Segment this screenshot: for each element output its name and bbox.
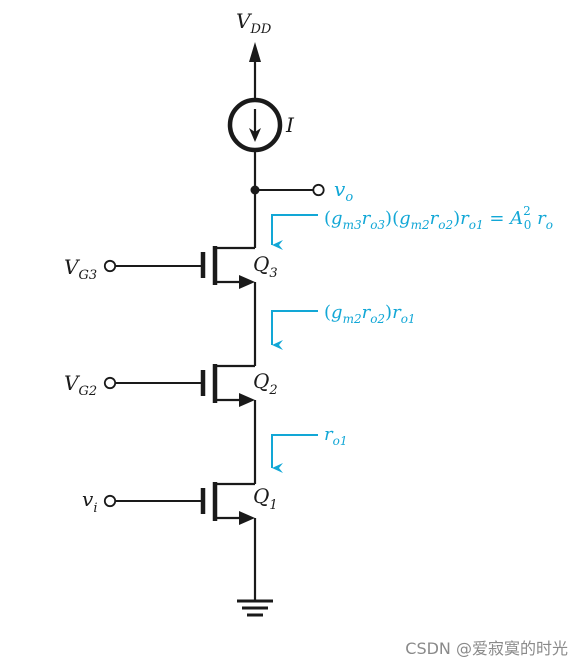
q1-source-arrow-icon [239,511,255,525]
vi-terminal [103,494,117,508]
r2-arrow-icon [271,310,318,350]
r2-expression: (gm2ro2)ro1 [324,302,416,326]
watermark: CSDN @爱寂寞的时光 [405,639,568,658]
vg2-label: VG2 [64,371,97,399]
q3-label: Q3 [253,252,278,281]
current-label: I [285,113,295,137]
ground-icon [237,599,273,617]
current-source [227,97,283,153]
vg3-label: VG3 [64,255,97,283]
transistor-q1 [103,482,255,525]
supply-arrow-icon [249,42,261,62]
q3-source-arrow-icon [239,275,255,289]
vg2-terminal [103,376,117,390]
supply-node [249,42,261,98]
vi-label: vi [82,487,97,516]
vg3-terminal [103,259,117,273]
r1-arrow-icon [271,434,318,473]
transistor-q2 [103,364,255,407]
output-label: vo [334,177,353,205]
output-terminal [312,183,325,197]
supply-label: VDD [236,9,272,37]
q1-label: Q1 [253,484,278,513]
transistor-q3 [103,246,255,289]
current-arrow-icon [249,128,261,142]
r1-expression: ro1 [324,424,347,448]
q2-label: Q2 [253,369,278,398]
r3-arrow-icon [271,214,318,250]
q2-source-arrow-icon [239,393,255,407]
